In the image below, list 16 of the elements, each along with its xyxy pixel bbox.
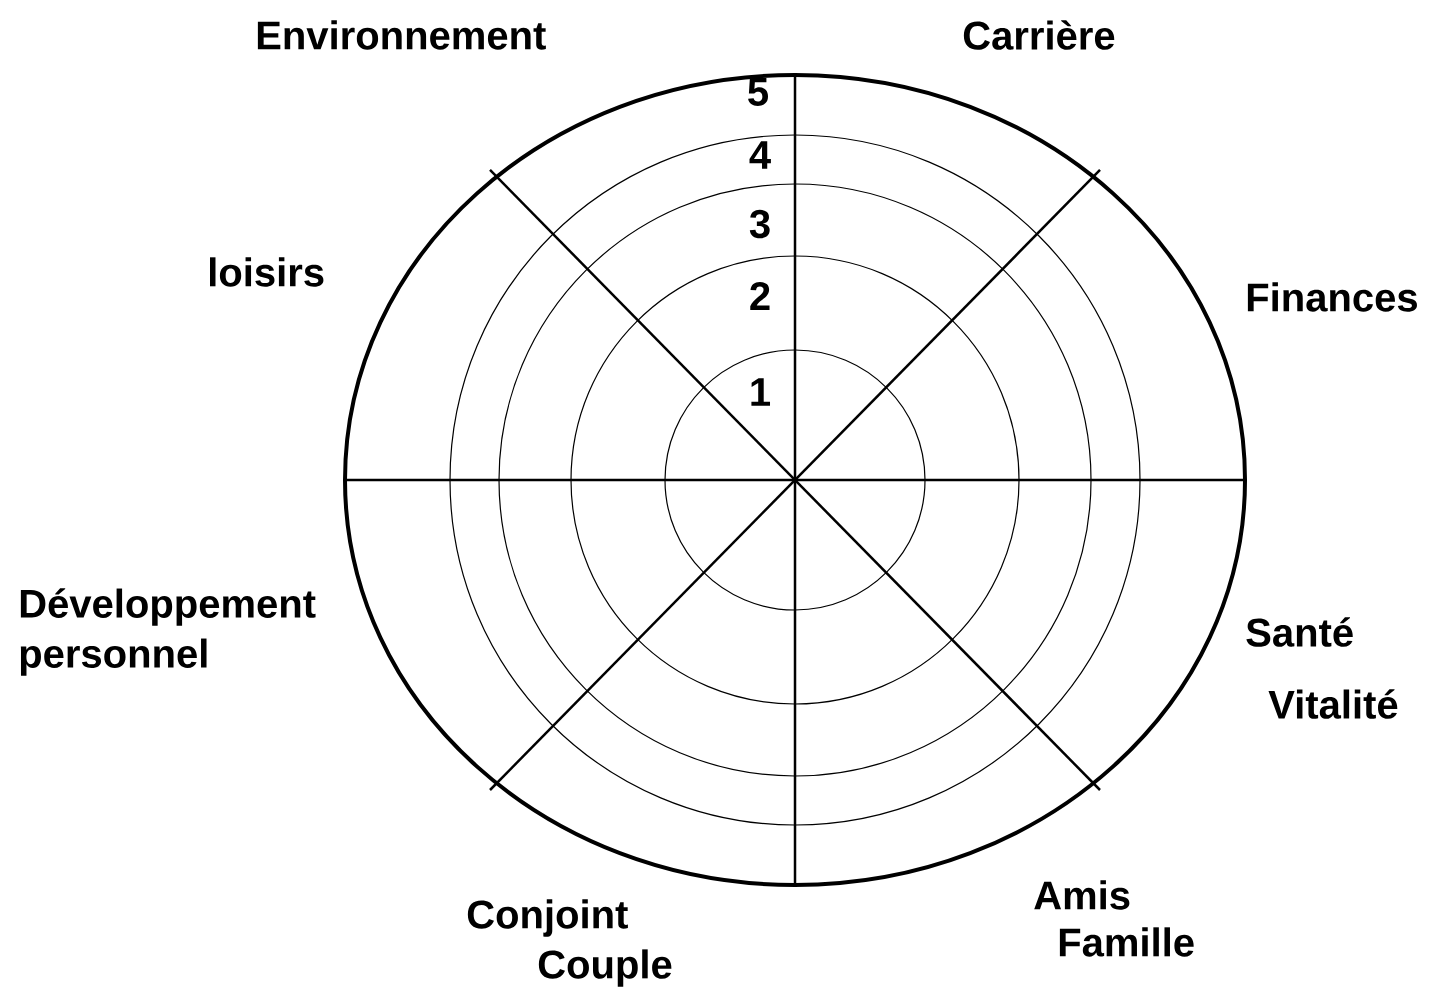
category-label: Conjoint bbox=[467, 899, 628, 937]
category-label: Carrière bbox=[963, 20, 1115, 50]
category-label: Santé bbox=[1246, 617, 1353, 647]
scale-number: 4 bbox=[749, 141, 771, 169]
category-label: Famille bbox=[1059, 927, 1194, 957]
category-label: Finances bbox=[1247, 282, 1417, 312]
category-label: Environnement bbox=[257, 20, 546, 50]
scale-number: 2 bbox=[750, 282, 770, 310]
scale-number: 5 bbox=[748, 78, 768, 106]
scale-number: 3 bbox=[749, 209, 770, 239]
category-label: Vitalité bbox=[1268, 689, 1398, 719]
category-label: Amis bbox=[1034, 880, 1130, 910]
category-label: Développement personnel bbox=[20, 588, 316, 676]
category-label: loisirs bbox=[210, 257, 324, 287]
scale-number: 1 bbox=[751, 378, 770, 406]
category-label: Couple bbox=[538, 949, 672, 987]
